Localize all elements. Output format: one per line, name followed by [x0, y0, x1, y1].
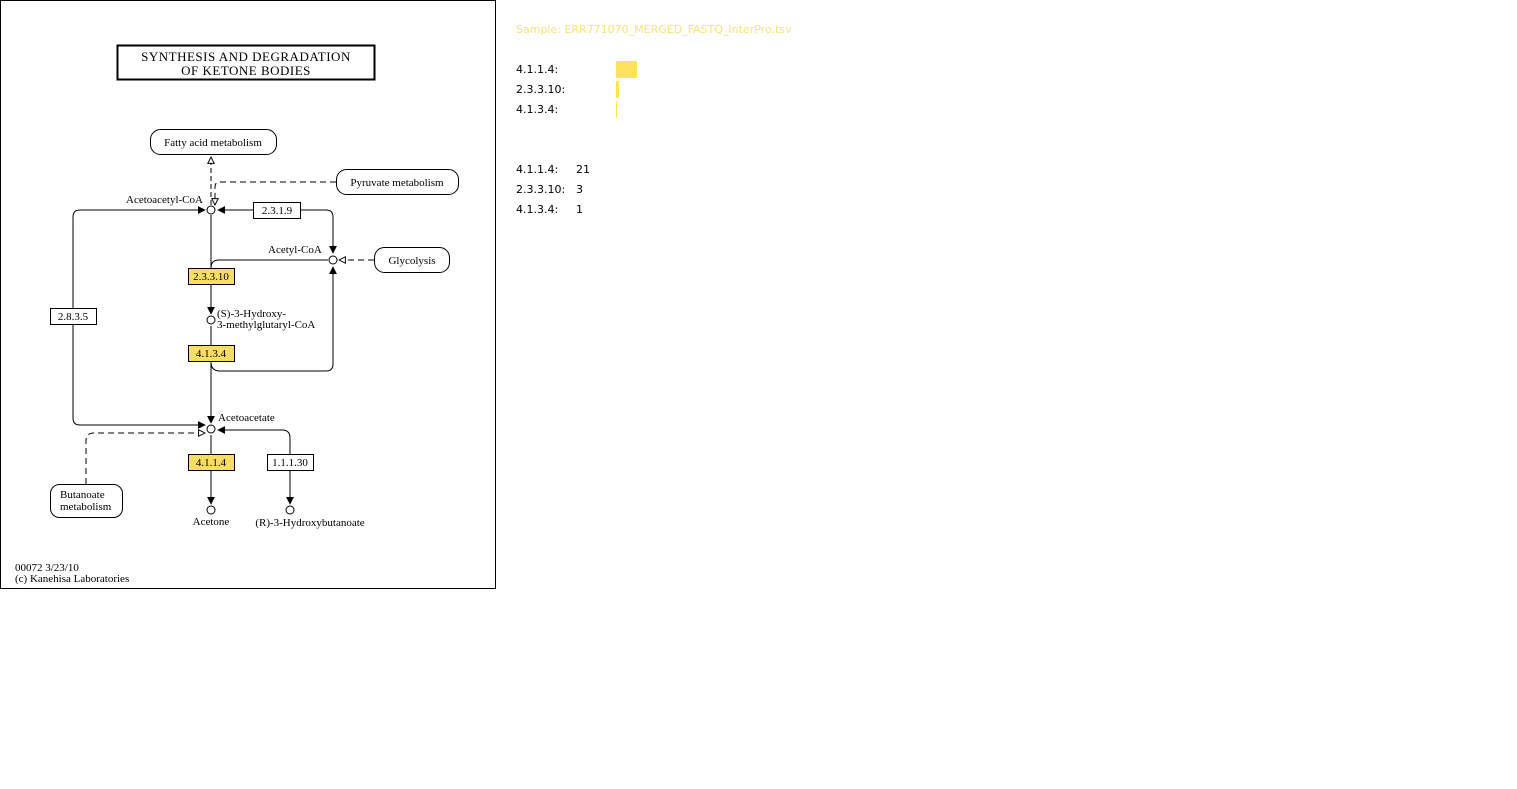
pathway-fatty-acid-metabolism[interactable]: Fatty acid metabolism — [150, 129, 277, 155]
enzyme-1-1-1-30-label: 1.1.1.30 — [272, 457, 308, 469]
compound-acetoacetate-label: Acetoacetate — [218, 412, 275, 424]
abundance-row-label: 4.1.1.4: — [516, 63, 559, 76]
enzyme-2-3-1-9[interactable]: 2.3.1.9 — [253, 202, 301, 219]
compound-hmg-coa[interactable]: (S)-3-Hydroxy- 3-methylglutaryl-CoA — [206, 308, 315, 331]
compound-acetone[interactable]: Acetone — [193, 505, 230, 528]
enzyme-2-3-3-10-label: 2.3.3.10 — [193, 271, 229, 283]
map-title: SYNTHESIS AND DEGRADATION OF KETONE BODI… — [116, 44, 376, 81]
count-row-value: 3 — [576, 183, 583, 196]
compound-acetoacetate[interactable]: Acetoacetate — [206, 412, 275, 434]
compound-hmg-coa-label-line1: (S)-3-Hydroxy- — [217, 308, 286, 320]
map-footer-copyright: (c) Kanehisa Laboratories — [15, 573, 129, 585]
pathway-butanoate-metabolism[interactable]: Butanoate metabolism — [50, 484, 123, 518]
abundance-row-label: 4.1.3.4: — [516, 103, 559, 116]
compound-hmg-coa-label-line2: 3-methylglutaryl-CoA — [217, 319, 315, 331]
enzyme-1-1-1-30[interactable]: 1.1.1.30 — [267, 454, 314, 471]
map-title-line1: SYNTHESIS AND DEGRADATION — [141, 49, 351, 64]
count-row-value: 1 — [576, 203, 583, 216]
enzyme-2-3-3-10[interactable]: 2.3.3.10 — [188, 268, 235, 285]
compound-acetone-label: Acetone — [193, 516, 230, 528]
pathway-glycolysis-label: Glycolysis — [388, 255, 435, 267]
enzyme-4-1-3-4[interactable]: 4.1.3.4 — [188, 345, 235, 362]
abundance-bar — [616, 61, 637, 78]
compound-r-3-hydroxybutanoate-label: (R)-3-Hydroxybutanoate — [255, 517, 364, 529]
pathway-map: SYNTHESIS AND DEGRADATION OF KETONE BODI… — [0, 0, 496, 589]
compound-acetyl-coa[interactable]: Acetyl-CoA — [268, 244, 338, 265]
enzyme-2-3-1-9-label: 2.3.1.9 — [262, 205, 293, 217]
count-row-label: 2.3.3.10: — [516, 183, 566, 196]
pathway-fatty-acid-label: Fatty acid metabolism — [164, 137, 262, 149]
enzyme-2-8-3-5[interactable]: 2.8.3.5 — [50, 308, 97, 325]
count-row-label: 4.1.1.4: — [516, 163, 559, 176]
pathway-butanoate-label-line1: Butanoate — [60, 489, 105, 501]
pathway-glycolysis[interactable]: Glycolysis — [374, 247, 450, 273]
count-row-value: 21 — [576, 163, 590, 176]
pathway-pyruvate-metabolism[interactable]: Pyruvate metabolism — [336, 169, 459, 195]
enzyme-4-1-1-4-label: 4.1.1.4 — [196, 457, 227, 469]
abundance-bar — [616, 101, 617, 118]
compound-r-3-hydroxybutanoate[interactable]: (R)-3-Hydroxybutanoate — [255, 505, 365, 529]
enzyme-2-8-3-5-label: 2.8.3.5 — [58, 311, 89, 323]
pathway-butanoate-label-line2: metabolism — [60, 501, 112, 513]
compound-acetyl-coa-label: Acetyl-CoA — [268, 244, 322, 256]
enzyme-4-1-3-4-label: 4.1.3.4 — [196, 348, 227, 360]
compound-acetoacetyl-coa-label: Acetoacetyl-CoA — [126, 194, 203, 206]
abundance-row-label: 2.3.3.10: — [516, 83, 566, 96]
map-footer-id: 00072 3/23/10 — [15, 562, 79, 574]
enzyme-4-1-1-4[interactable]: 4.1.1.4 — [188, 454, 235, 471]
sample-label: Sample: ERR771070_MERGED_FASTQ_InterPro.… — [516, 23, 792, 36]
abundance-bar — [616, 81, 619, 98]
count-row-label: 4.1.3.4: — [516, 203, 559, 216]
compound-acetoacetyl-coa[interactable]: Acetoacetyl-CoA — [126, 194, 216, 215]
pathway-pyruvate-label: Pyruvate metabolism — [350, 177, 444, 189]
map-title-line2: OF KETONE BODIES — [181, 63, 311, 78]
